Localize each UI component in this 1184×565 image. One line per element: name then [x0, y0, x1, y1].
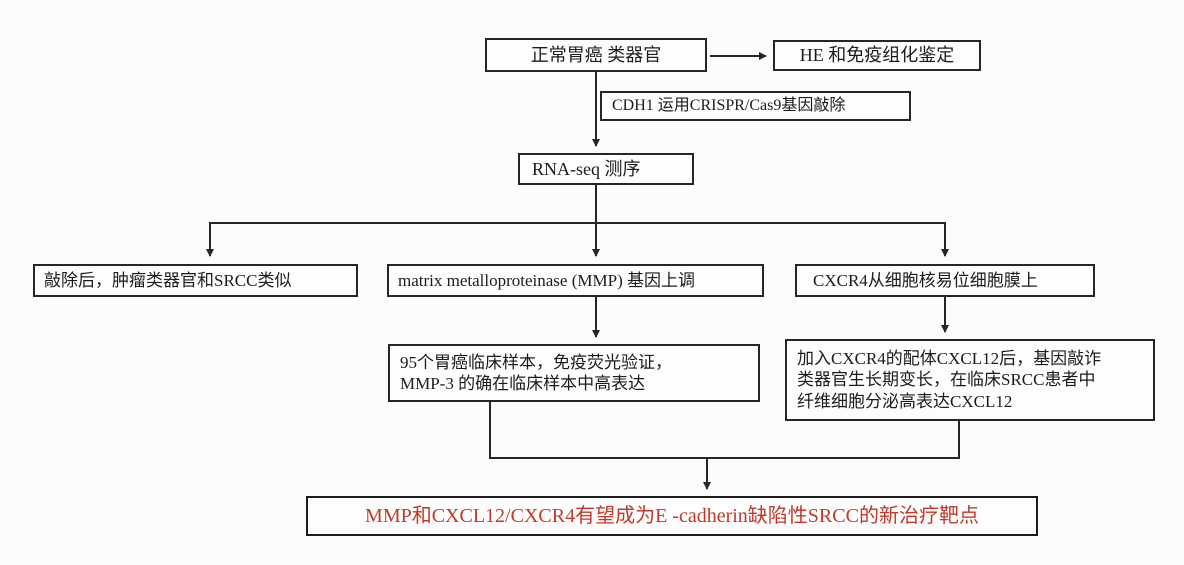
node-cxcl12-ligand-effect-line1: 加入CXCR4的配体CXCL12后，基因敲诈: [797, 349, 1102, 369]
node-mmp-upregulated: matrix metalloproteinase (MMP) 基因上调: [387, 264, 764, 297]
node-knockout-srcc-similar: 敲除后，肿瘤类器官和SRCC类似: [33, 264, 358, 297]
node-he-ihc-identification: HE 和免疫组化鉴定: [773, 40, 981, 71]
node-cxcl12-ligand-effect: 加入CXCR4的配体CXCL12后，基因敲诈 类器官生长期变长，在临床SRCC患…: [785, 339, 1155, 421]
node-normal-gastric-organoid: 正常胃癌 类器官: [485, 38, 707, 72]
node-conclusion-therapeutic-target: MMP和CXCL12/CXCR4有望成为E -cadherin缺陷性SRCC的新…: [306, 496, 1038, 536]
node-normal-gastric-organoid-label: 正常胃癌 类器官: [530, 44, 662, 65]
node-cxcl12-ligand-effect-line2: 类器官生长期变长，在临床SRCC患者中: [797, 370, 1096, 390]
node-cdh1-crispr-knockout: CDH1 运用CRISPR/Cas9基因敲除: [600, 91, 911, 121]
node-cxcr4-translocation: CXCR4从细胞核易位细胞膜上: [795, 264, 1095, 297]
node-mmp-upregulated-label: matrix metalloproteinase (MMP) 基因上调: [398, 270, 695, 290]
node-cxcl12-ligand-effect-line3: 纤维细胞分泌高表达CXCL12: [797, 391, 1013, 411]
node-conclusion-therapeutic-target-label: MMP和CXCL12/CXCR4有望成为E -cadherin缺陷性SRCC的新…: [365, 504, 979, 527]
node-he-ihc-identification-label: HE 和免疫组化鉴定: [799, 45, 955, 66]
node-clinical-samples-mmp3-line1: 95个胃癌临床样本，免疫荧光验证，: [400, 352, 672, 372]
node-knockout-srcc-similar-label: 敲除后，肿瘤类器官和SRCC类似: [44, 270, 292, 290]
node-cxcr4-translocation-label: CXCR4从细胞核易位细胞膜上: [813, 270, 1038, 290]
node-rnaseq: RNA-seq 测序: [518, 153, 694, 185]
node-rnaseq-label: RNA-seq 测序: [532, 158, 641, 179]
node-clinical-samples-mmp3: 95个胃癌临床样本，免疫荧光验证， MMP-3 的确在临床样本中高表达: [388, 344, 760, 402]
node-cdh1-crispr-knockout-label: CDH1 运用CRISPR/Cas9基因敲除: [612, 97, 846, 114]
node-clinical-samples-mmp3-line2: MMP-3 的确在临床样本中高表达: [400, 374, 646, 393]
